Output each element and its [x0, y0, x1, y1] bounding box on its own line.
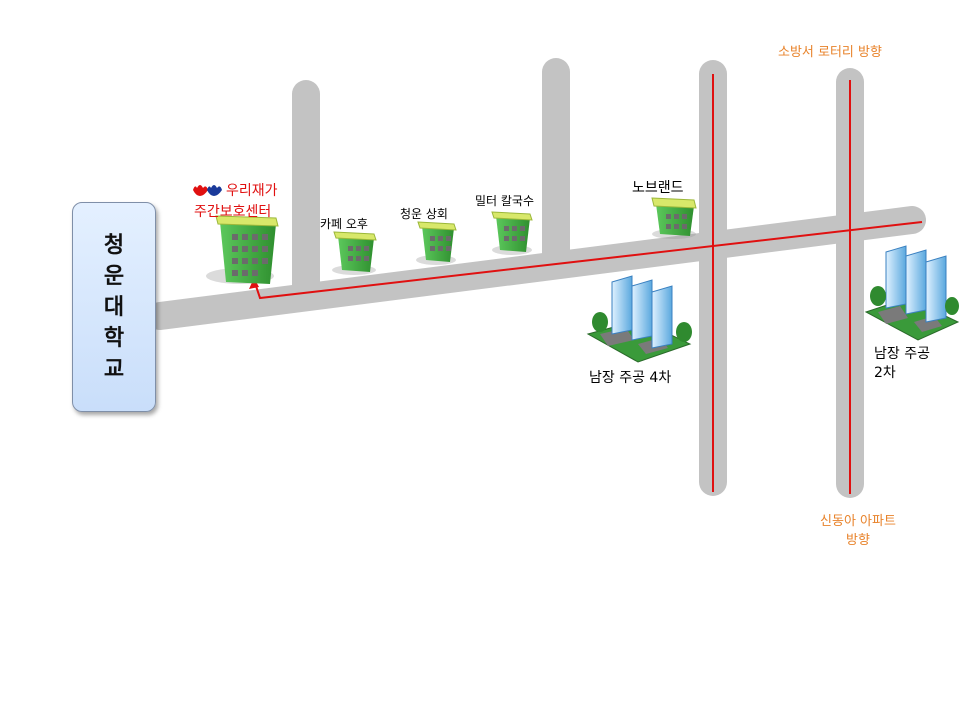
- green-building-center: [206, 215, 279, 284]
- direction-bottom-label-line1: 신동아 아파트: [820, 514, 896, 529]
- apartment-2-label-line1: 남장 주공: [874, 346, 930, 362]
- university-box: 청운대학교: [72, 202, 156, 412]
- apartment-complex-2-icon: [864, 245, 960, 341]
- landmark-norebang-label: 노브랜드: [632, 180, 684, 196]
- landmark-cafe-label: 카페 오후: [320, 217, 368, 231]
- green-building-norebang: [651, 197, 697, 239]
- direction-bottom-label-line2: 방향: [846, 533, 870, 548]
- university-name: 청운대학교: [103, 232, 125, 382]
- green-building-noodle: [491, 211, 533, 255]
- main-road: [146, 206, 926, 330]
- landmark-store-label: 청운 상회: [400, 207, 448, 221]
- center-logo-icon: [193, 185, 222, 196]
- apartment-2-label-line2: 2차: [874, 365, 896, 381]
- center-label-line1: 우리재가: [226, 183, 278, 199]
- green-building-cafe: [332, 231, 377, 275]
- apartment-4-label: 남장 주공 4차: [589, 370, 672, 386]
- apartment-complex-4-icon: [586, 275, 692, 363]
- route-arrow-icon: [249, 278, 259, 289]
- center-label-line2: 주간보호센터: [194, 204, 272, 220]
- direction-top-label: 소방서 로터리 방향: [778, 45, 882, 60]
- route: [249, 74, 923, 494]
- landmark-noodle-label: 밀터 칼국수: [475, 194, 535, 208]
- green-building-store: [416, 221, 457, 265]
